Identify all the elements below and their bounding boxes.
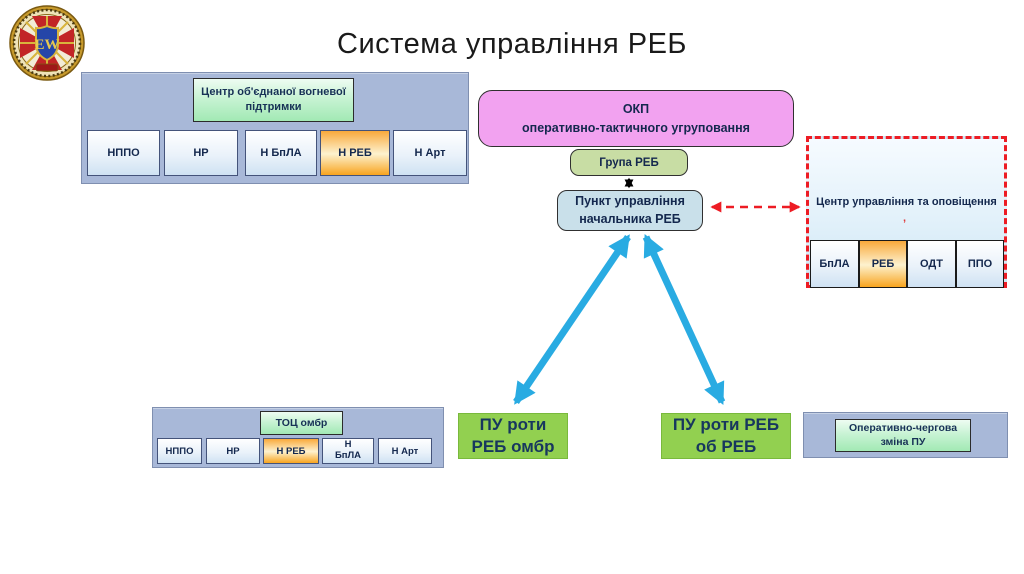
officer-box-nbpla: Н БпЛА xyxy=(245,130,317,176)
center-section-reb-highlighted: РЕБ xyxy=(859,240,907,288)
toc-officer-nr: НР xyxy=(206,438,260,464)
arrow-controlpoint-to-pu-ombr xyxy=(513,234,631,405)
arrow-controlpoint-to-pu-obreb xyxy=(642,234,726,405)
emblem-banner xyxy=(35,63,59,72)
page-title: Система управління РЕБ xyxy=(337,28,687,60)
toc-ombr-header: ТОЦ омбр xyxy=(260,411,343,435)
pu-company-obreb-block: ПУ роти РЕБ об РЕБ xyxy=(661,413,791,459)
stray-mark: ’ xyxy=(903,218,907,230)
officer-box-nppo: НППО xyxy=(87,130,160,176)
unit-emblem: EW xyxy=(9,5,85,81)
control-notify-center-header: Центр управління та оповіщення xyxy=(816,196,997,208)
center-section-ppo: ППО xyxy=(956,240,1004,288)
okp-block: ОКП оперативно-тактичного угруповання xyxy=(478,90,794,147)
officer-box-nreb-highlighted: Н РЕБ xyxy=(320,130,390,176)
reb-control-point-block: Пункт управління начальника РЕБ xyxy=(557,190,703,231)
toc-officer-nppo: НППО xyxy=(157,438,202,464)
toc-officer-nart: Н Арт xyxy=(378,438,432,464)
center-section-bpla: БпЛА xyxy=(810,240,859,288)
toc-officer-nbpla: Н БпЛА xyxy=(322,438,374,464)
center-section-odt: ОДТ xyxy=(907,240,956,288)
pu-company-ombr-block: ПУ роти РЕБ омбр xyxy=(458,413,568,459)
duty-shift-block: Оперативно-чергова зміна ПУ xyxy=(835,419,971,452)
reb-group-block: Група РЕБ xyxy=(570,149,688,176)
emblem-monogram: EW xyxy=(34,37,59,53)
emblem-rim-text xyxy=(12,8,82,78)
emblem-shield xyxy=(35,24,59,62)
officer-box-nr: НР xyxy=(164,130,238,176)
joint-fire-center-header: Центр об'єднаної вогневої підтримки xyxy=(193,78,354,122)
toc-officer-nreb-highlighted: Н РЕБ xyxy=(263,438,319,464)
officer-box-nart: Н Арт xyxy=(393,130,467,176)
